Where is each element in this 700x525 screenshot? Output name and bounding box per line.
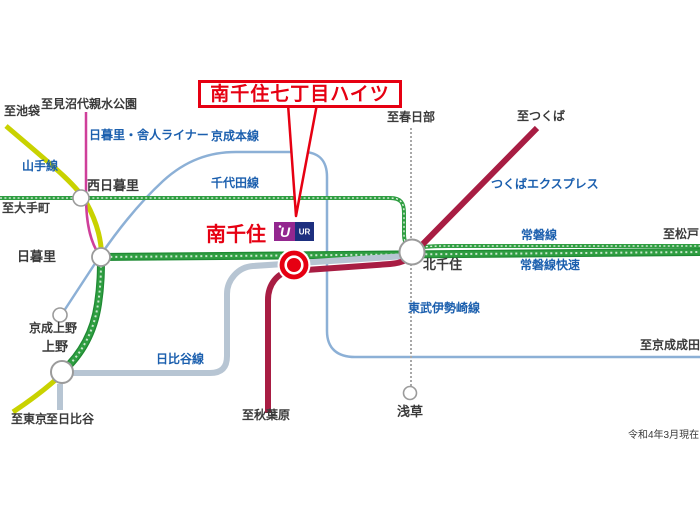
ur-badge-ur-text: UR	[299, 228, 311, 237]
yamanote-line-label: 山手線	[22, 159, 59, 173]
to-hibiya: 至日比谷	[46, 412, 95, 426]
to-minumadai-shinsui-koen: 至見沼代親水公園	[41, 97, 138, 111]
joban-rapid-label: 常磐線快速	[520, 258, 581, 272]
to-kasukabe: 至春日部	[387, 110, 436, 124]
property-callout: 南千住七丁目ハイツ	[198, 80, 402, 108]
ueno-station-label: 上野	[42, 339, 69, 354]
to-ikebukuro: 至池袋	[4, 104, 41, 118]
kita-senju-station-label: 北千住	[423, 257, 463, 272]
ur-badge: U UR	[274, 222, 314, 241]
hibiya-line-path	[64, 253, 407, 376]
asakusa-station-label: 浅草	[397, 404, 424, 419]
keisei-main-line-label: 京成本線	[211, 129, 260, 143]
chiyoda-joban-local-hatch	[0, 197, 700, 249]
to-tsukuba: 至つくば	[517, 109, 566, 123]
keisei-main-line-path	[58, 150, 700, 359]
station-asakusa	[402, 385, 418, 401]
station-kita-senju	[398, 238, 426, 266]
date-note: 令和4年3月現在	[628, 430, 700, 441]
station-minami-senju-ring	[279, 250, 309, 280]
station-keisei-ueno	[52, 307, 68, 323]
station-nippori	[91, 247, 111, 267]
to-otemachi: 至大手町	[2, 201, 51, 215]
keisei-ueno-station-label: 京成上野	[29, 321, 78, 335]
nippori-station-label: 日暮里	[17, 249, 57, 264]
to-akihabara: 至秋葉原	[242, 408, 291, 422]
station-minami-senju-core	[287, 258, 301, 272]
to-tokyo: 至東京	[11, 412, 48, 426]
station-ueno	[50, 360, 74, 384]
station-nishi-nippori	[72, 189, 90, 207]
chiyoda-joban-local-path	[0, 196, 700, 251]
to-matsudo: 至松戸	[663, 227, 700, 241]
ur-badge-u-glyph: U	[280, 224, 291, 240]
hibiya-line-label: 日比谷線	[156, 352, 205, 366]
joban-line-label: 常磐線	[521, 228, 558, 242]
tsukuba-express-label: つくばエクスプレス	[491, 177, 599, 191]
chiyoda-line-label: 千代田線	[211, 176, 260, 190]
nishi-nippori-station-label: 西日暮里	[87, 178, 140, 193]
tobu-isesaki-line-label: 東武伊勢崎線	[408, 301, 481, 315]
to-keisei-narita: 至京成成田	[640, 338, 700, 352]
nippori-toneri-liner-label: 日暮里・舎人ライナー	[89, 128, 209, 142]
minami-senju-station-label: 南千住	[206, 224, 266, 246]
